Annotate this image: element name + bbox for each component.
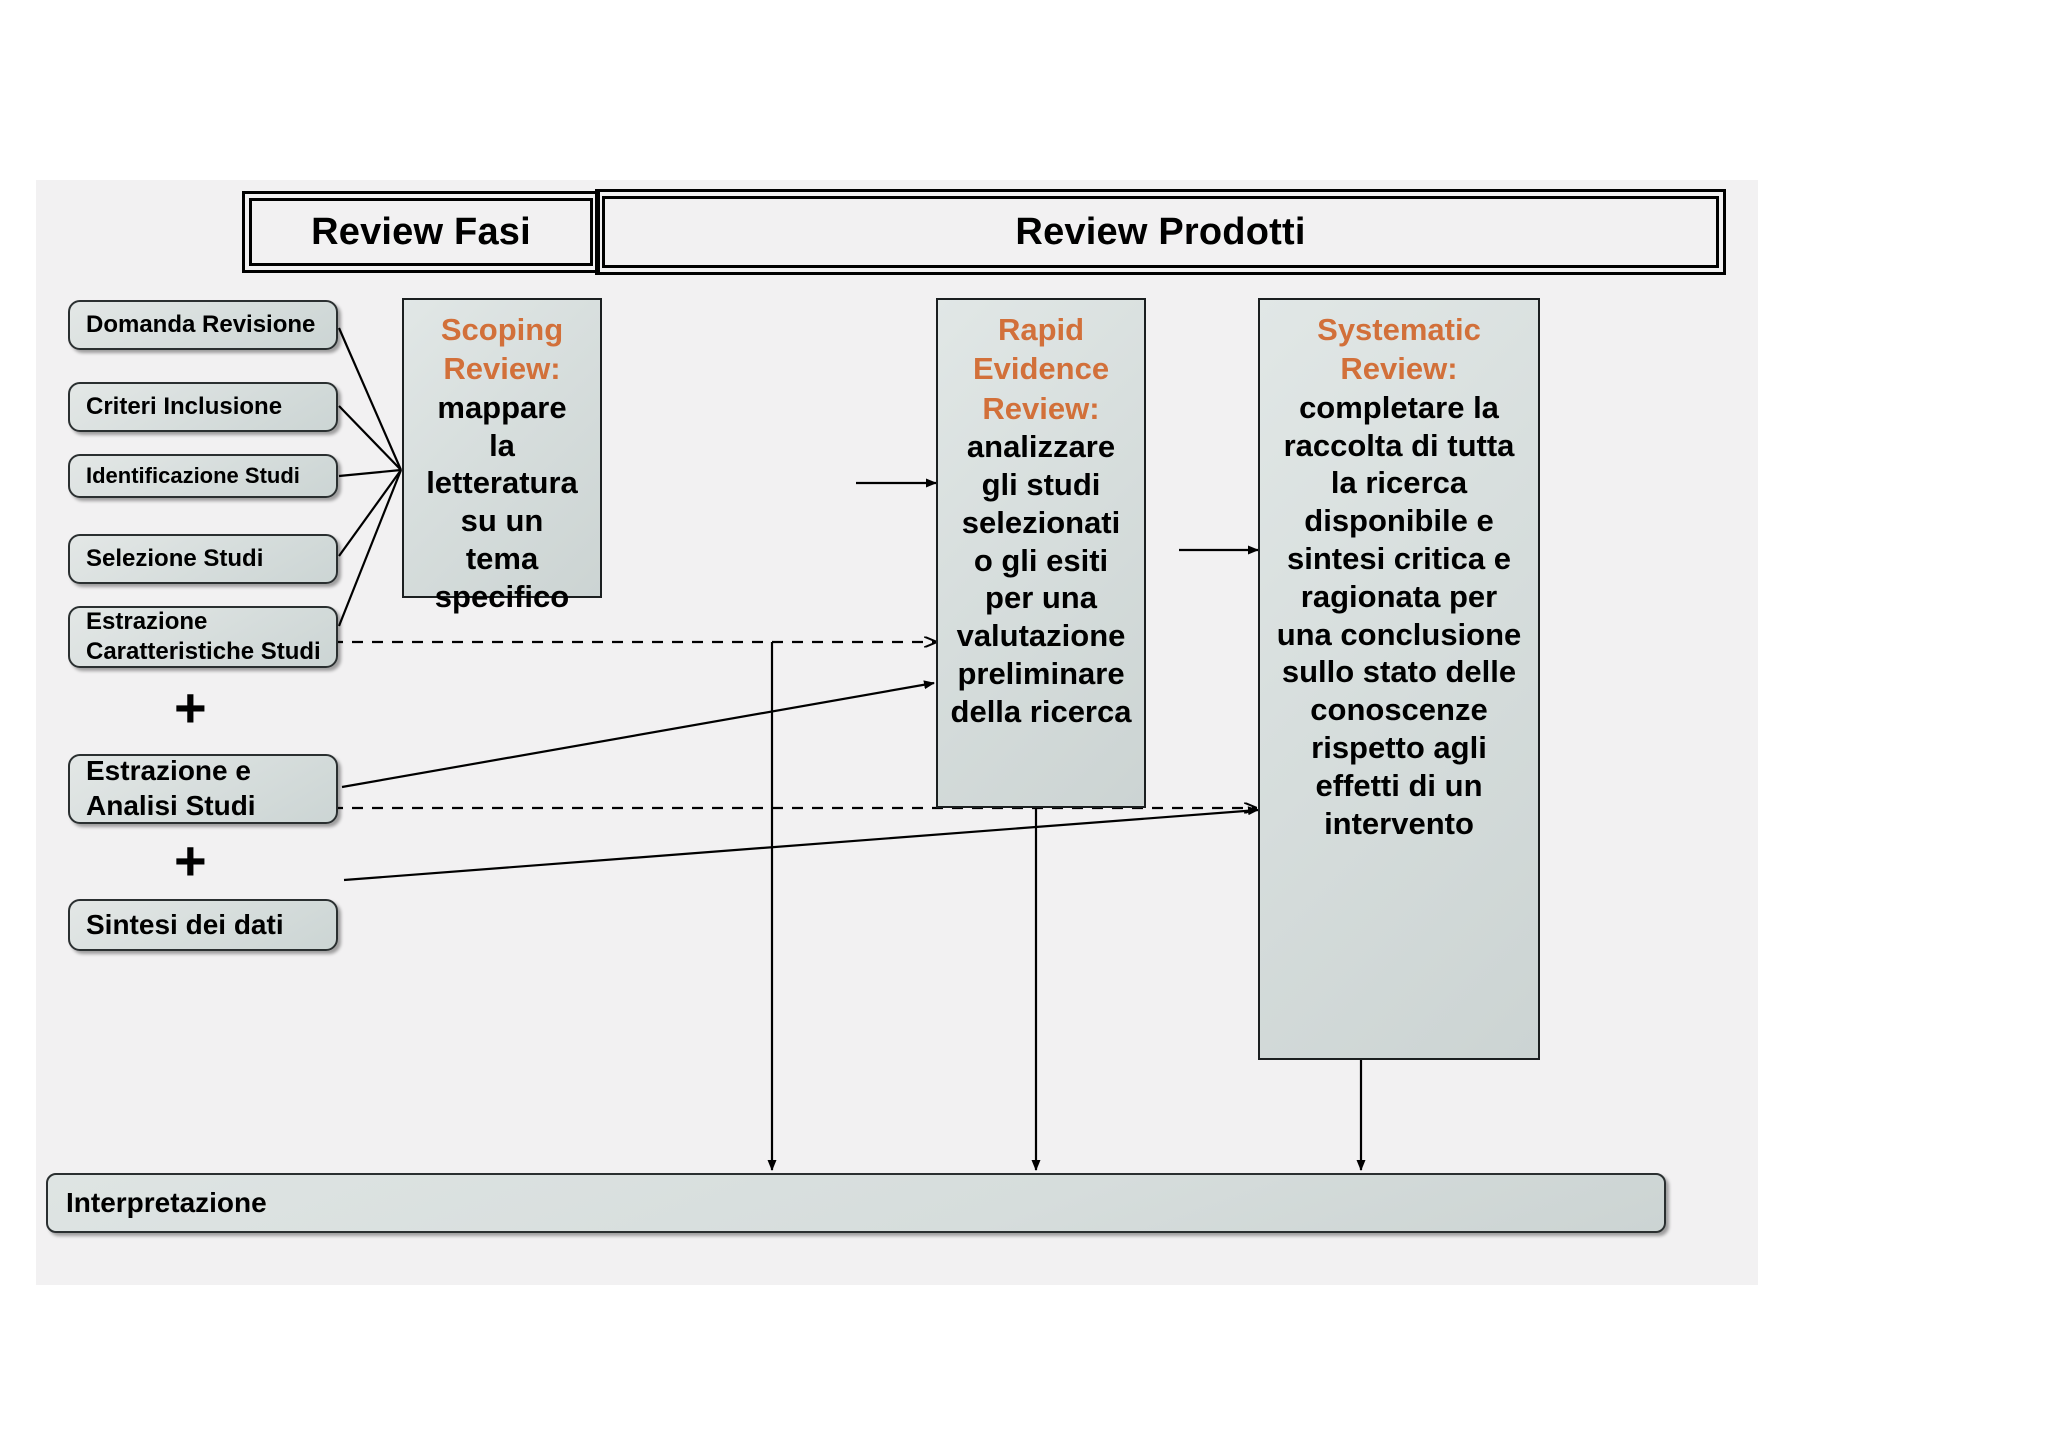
phase-label: Estrazione e Analisi Studi (86, 754, 256, 823)
phase-sintesi-dei-dati[interactable]: Sintesi dei dati (68, 899, 338, 951)
phase-label: Identificazione Studi (86, 463, 300, 489)
phase-identificazione-studi[interactable]: Identificazione Studi (68, 454, 338, 498)
product-title-line3: Review: (982, 390, 1100, 426)
footer-interpretazione-label: Interpretazione (66, 1187, 267, 1218)
product-body-line: rispetto agli (1311, 730, 1487, 766)
product-title: Scoping Review: (410, 310, 594, 389)
header-review-fasi-label: Review Fasi (311, 210, 531, 253)
phase-estrazione-analisi-studi[interactable]: Estrazione e Analisi Studi (68, 754, 338, 824)
product-title-line1: Systematic (1317, 312, 1481, 347)
product-body-line: conoscenze (1310, 692, 1488, 728)
phase-label-line1: Estrazione (86, 608, 208, 636)
phase-label: Criteri Inclusione (86, 393, 283, 421)
fan-connectors (337, 327, 403, 627)
product-body-line: letteratura (426, 465, 578, 501)
product-body-line: raccolta di tutta (1283, 427, 1515, 463)
product-body: mappare la letteratura su un tema specif… (410, 389, 594, 616)
product-body-line: selezionati (961, 504, 1121, 540)
product-body: completare la raccolta di tutta la ricer… (1266, 389, 1532, 843)
product-body-line: la (489, 427, 515, 463)
product-body-line: ragionata per (1300, 578, 1498, 614)
diagonal-connector-2 (343, 806, 1259, 882)
phase-estrazione-caratteristiche-studi[interactable]: Estrazione Caratteristiche Studi (68, 606, 338, 668)
footer-interpretazione[interactable]: Interpretazione (46, 1173, 1666, 1233)
product-scoping-review[interactable]: Scoping Review: mappare la letteratura s… (402, 298, 602, 614)
phase-label: Sintesi dei dati (86, 908, 284, 940)
product-body-line: valutazione (956, 618, 1126, 654)
product-body-line: gli studi (981, 466, 1101, 502)
product-body-line: sullo stato delle (1281, 654, 1517, 690)
product-body-line: intervento (1324, 805, 1474, 841)
product-body: analizzare gli studi selezionati o gli e… (944, 428, 1138, 731)
product-body-line: disponibile e (1304, 503, 1494, 539)
product-body-line: su un (460, 503, 544, 539)
product-body-line: analizzare (966, 429, 1116, 465)
phase-label-line2: Analisi Studi (86, 790, 256, 821)
product-title-line1: Rapid (997, 312, 1085, 347)
product-body-line: una conclusione (1276, 616, 1522, 652)
product-rapid-evidence-review[interactable]: Rapid Evidence Review: analizzare gli st… (936, 298, 1146, 808)
product-body-line: per una (985, 580, 1097, 616)
product-body-line: sintesi critica e (1286, 540, 1511, 576)
product-body-line: della ricerca (950, 693, 1132, 729)
product-title-line2: Evidence (972, 351, 1110, 387)
product-body-line: la ricerca (1330, 465, 1468, 501)
plus-sign-1: + (174, 676, 207, 739)
phase-criteri-inclusione[interactable]: Criteri Inclusione (68, 382, 338, 432)
product-body-line: completare la (1299, 389, 1499, 425)
product-body-line: mappare (437, 389, 567, 425)
phase-domanda-revisione[interactable]: Domanda Revisione (68, 300, 338, 350)
diagram-slide: Review Fasi Review Prodotti Domanda Revi… (36, 180, 1758, 1285)
phase-label: Estrazione Caratteristiche Studi (86, 607, 321, 667)
phase-label: Domanda Revisione (86, 311, 316, 339)
diagonal-connector-1 (341, 680, 935, 789)
phase-label-line1: Estrazione e (86, 755, 251, 787)
product-body-line: preliminare (957, 655, 1125, 691)
header-review-fasi: Review Fasi (242, 191, 600, 273)
product-title-line2: Review: (443, 351, 561, 387)
product-title: Rapid Evidence Review: (944, 310, 1138, 428)
header-review-prodotti-label: Review Prodotti (1015, 210, 1306, 253)
product-title-line2: Review: (1340, 351, 1458, 387)
product-body-line: effetti di un (1315, 767, 1483, 803)
product-systematic-review[interactable]: Systematic Review: completare la raccolt… (1258, 298, 1540, 1060)
plus-sign-2: + (174, 829, 207, 892)
product-body-line: o gli esiti (973, 542, 1109, 578)
product-body-line: tema (465, 540, 539, 576)
phase-selezione-studi[interactable]: Selezione Studi (68, 534, 338, 584)
product-title-line1: Scoping (440, 312, 564, 347)
phase-label: Selezione Studi (86, 545, 264, 573)
header-review-prodotti: Review Prodotti (595, 189, 1726, 275)
product-body-line: specifico (434, 578, 570, 614)
phase-label-line2: Caratteristiche Studi (86, 638, 321, 665)
product-title: Systematic Review: (1266, 310, 1532, 389)
